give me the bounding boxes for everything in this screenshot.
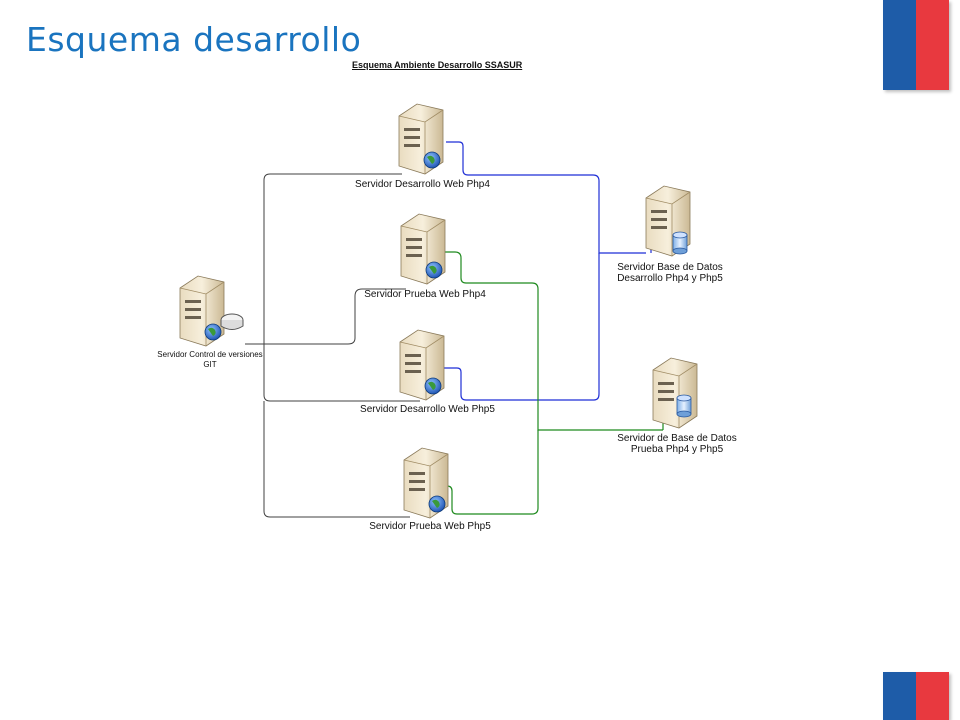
node-label-test4: Servidor Prueba Web Php4 [364,289,486,300]
node-label-git: Servidor Control de versiones GIT [157,350,263,369]
web-server-icon [403,447,449,519]
web-server-icon [400,213,446,285]
link-git-test4 [245,288,406,345]
web-server-icon [399,329,445,401]
slide-title: Esquema desarrollo [26,20,362,59]
link-dev4-db [446,141,646,254]
link-git-test5 [263,401,410,518]
flag-logo-bottom [883,672,949,720]
link-git-dev5 [263,344,420,402]
node-label-db-dev: Servidor Base de Datos Desarrollo Php4 y… [617,262,723,284]
link-test4-db [430,251,663,431]
flag-logo-top [883,0,949,90]
diagram-title: Esquema Ambiente Desarrollo SSASUR [352,60,523,70]
link-git-dev4 [263,173,402,344]
link-test5-db [433,430,539,515]
node-label-dev5: Servidor Desarrollo Web Php5 [360,404,495,415]
database-server-icon [645,185,691,257]
node-label-db-test: Servidor de Base de Datos Prueba Php4 y … [617,433,737,455]
node-label-dev4: Servidor Desarrollo Web Php4 [355,179,490,190]
link-dev5-db [443,253,600,401]
server-disk-icon [179,275,244,347]
database-server-icon [652,357,698,429]
web-server-icon [398,103,444,175]
node-label-test5: Servidor Prueba Web Php5 [369,521,491,532]
